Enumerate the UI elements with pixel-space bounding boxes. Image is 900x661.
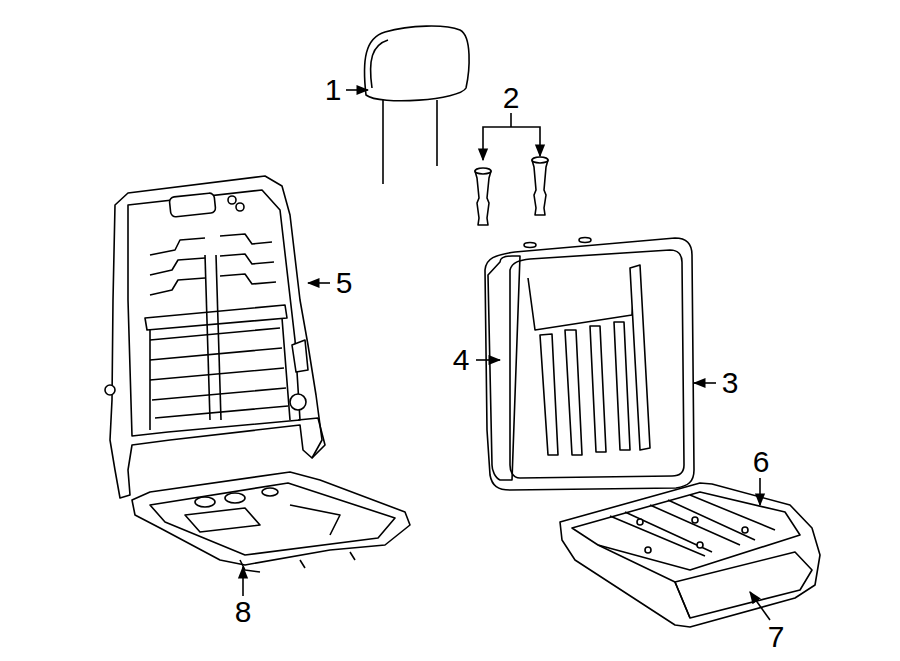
leader-lines [243,90,770,620]
seat-cushion [560,483,820,627]
seat-back-frame [105,176,325,498]
headrest [364,26,469,184]
callout-number: 6 [753,447,770,477]
callout-number: 2 [503,83,520,113]
callout-number: 5 [336,268,353,298]
callout-number: 3 [722,368,739,398]
headrest-guides [475,157,548,225]
callout-number: 4 [453,345,470,375]
callout-number: 7 [768,622,785,652]
seat-back-pad [485,238,694,491]
callout-number: 1 [325,75,342,105]
seat-cushion-pan [132,472,410,572]
callout-number: 8 [235,597,252,627]
